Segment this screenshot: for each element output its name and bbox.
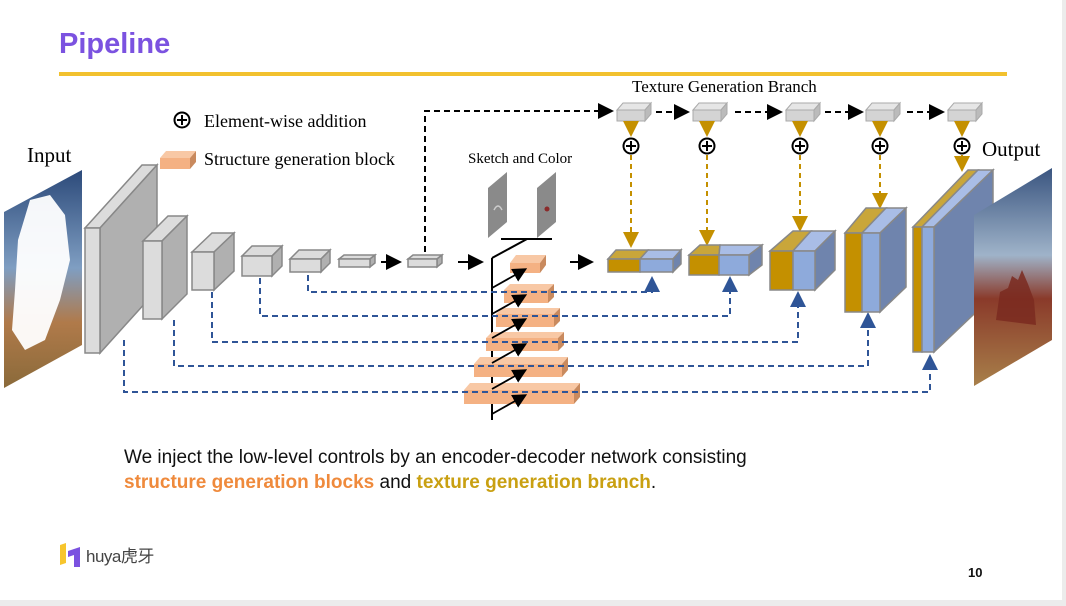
texture-branch-blocks bbox=[615, 101, 984, 123]
encoder-block-4 bbox=[240, 244, 284, 278]
texture-block-3 bbox=[784, 101, 822, 123]
caption: We inject the low-level controls by an e… bbox=[124, 445, 747, 495]
legend: Element-wise addition Structure generati… bbox=[160, 111, 395, 169]
sketch-image bbox=[488, 172, 507, 238]
input-label: Input bbox=[27, 143, 71, 167]
decoder-block-1 bbox=[606, 248, 683, 274]
circled-plus-icon bbox=[953, 137, 971, 155]
decoder-block-4 bbox=[843, 206, 908, 314]
caption-line-1: We inject the low-level controls by an e… bbox=[124, 447, 747, 468]
bottleneck-block bbox=[405, 253, 445, 269]
encoder-block-2 bbox=[141, 214, 189, 321]
circled-plus-icon bbox=[871, 137, 889, 155]
pipeline-diagram: Input bbox=[4, 77, 1052, 420]
encoder-block-6 bbox=[336, 253, 378, 269]
texture-block-4 bbox=[864, 101, 902, 123]
addition-nodes bbox=[622, 137, 971, 155]
title-underline bbox=[59, 72, 1007, 76]
encoder-block-5 bbox=[288, 248, 332, 274]
skip-connections bbox=[123, 275, 938, 393]
legend-label-structure: Structure generation block bbox=[204, 149, 395, 169]
structure-block-3 bbox=[496, 308, 560, 327]
texture-block-5 bbox=[946, 101, 984, 123]
encoder-block-3 bbox=[190, 231, 236, 292]
caption-highlight-texture: texture generation branch bbox=[416, 472, 651, 493]
control-arrows bbox=[491, 268, 528, 415]
structure-blocks bbox=[464, 255, 580, 404]
circled-plus-icon bbox=[698, 137, 716, 155]
circled-plus-icon bbox=[791, 137, 809, 155]
texture-branch-label: Texture Generation Branch bbox=[632, 77, 817, 96]
color-image bbox=[537, 172, 556, 238]
decoder-block-3 bbox=[767, 229, 837, 292]
decoder-block-2 bbox=[687, 243, 765, 277]
sketch-color-label: Sketch and Color bbox=[468, 151, 572, 167]
circled-plus-icon bbox=[173, 111, 191, 129]
texture-block-1 bbox=[615, 101, 653, 123]
page-number: 10 bbox=[968, 565, 983, 580]
input-image bbox=[4, 170, 82, 388]
texture-block-2 bbox=[691, 101, 729, 123]
circled-plus-icon bbox=[622, 137, 640, 155]
caption-highlight-structure: structure generation blocks bbox=[124, 472, 375, 493]
huya-logo: huya虎牙 bbox=[60, 542, 154, 567]
caption-line-2: structure generation blocks and texture … bbox=[124, 470, 747, 495]
output-image bbox=[974, 168, 1052, 386]
output-label: Output bbox=[982, 137, 1041, 161]
legend-label-addition: Element-wise addition bbox=[204, 111, 366, 131]
structure-block-1 bbox=[510, 255, 546, 273]
encoder-block-1 bbox=[83, 163, 159, 355]
structure-block-6 bbox=[464, 383, 580, 404]
caption-end: . bbox=[650, 472, 657, 493]
structure-block-icon bbox=[160, 151, 196, 169]
caption-connector: and bbox=[374, 472, 417, 493]
gold-connections bbox=[623, 121, 970, 248]
brand-name: huya虎牙 bbox=[86, 547, 154, 566]
huya-logo-icon bbox=[60, 542, 80, 567]
structure-block-2 bbox=[504, 284, 554, 303]
slide-title: Pipeline bbox=[59, 28, 171, 60]
